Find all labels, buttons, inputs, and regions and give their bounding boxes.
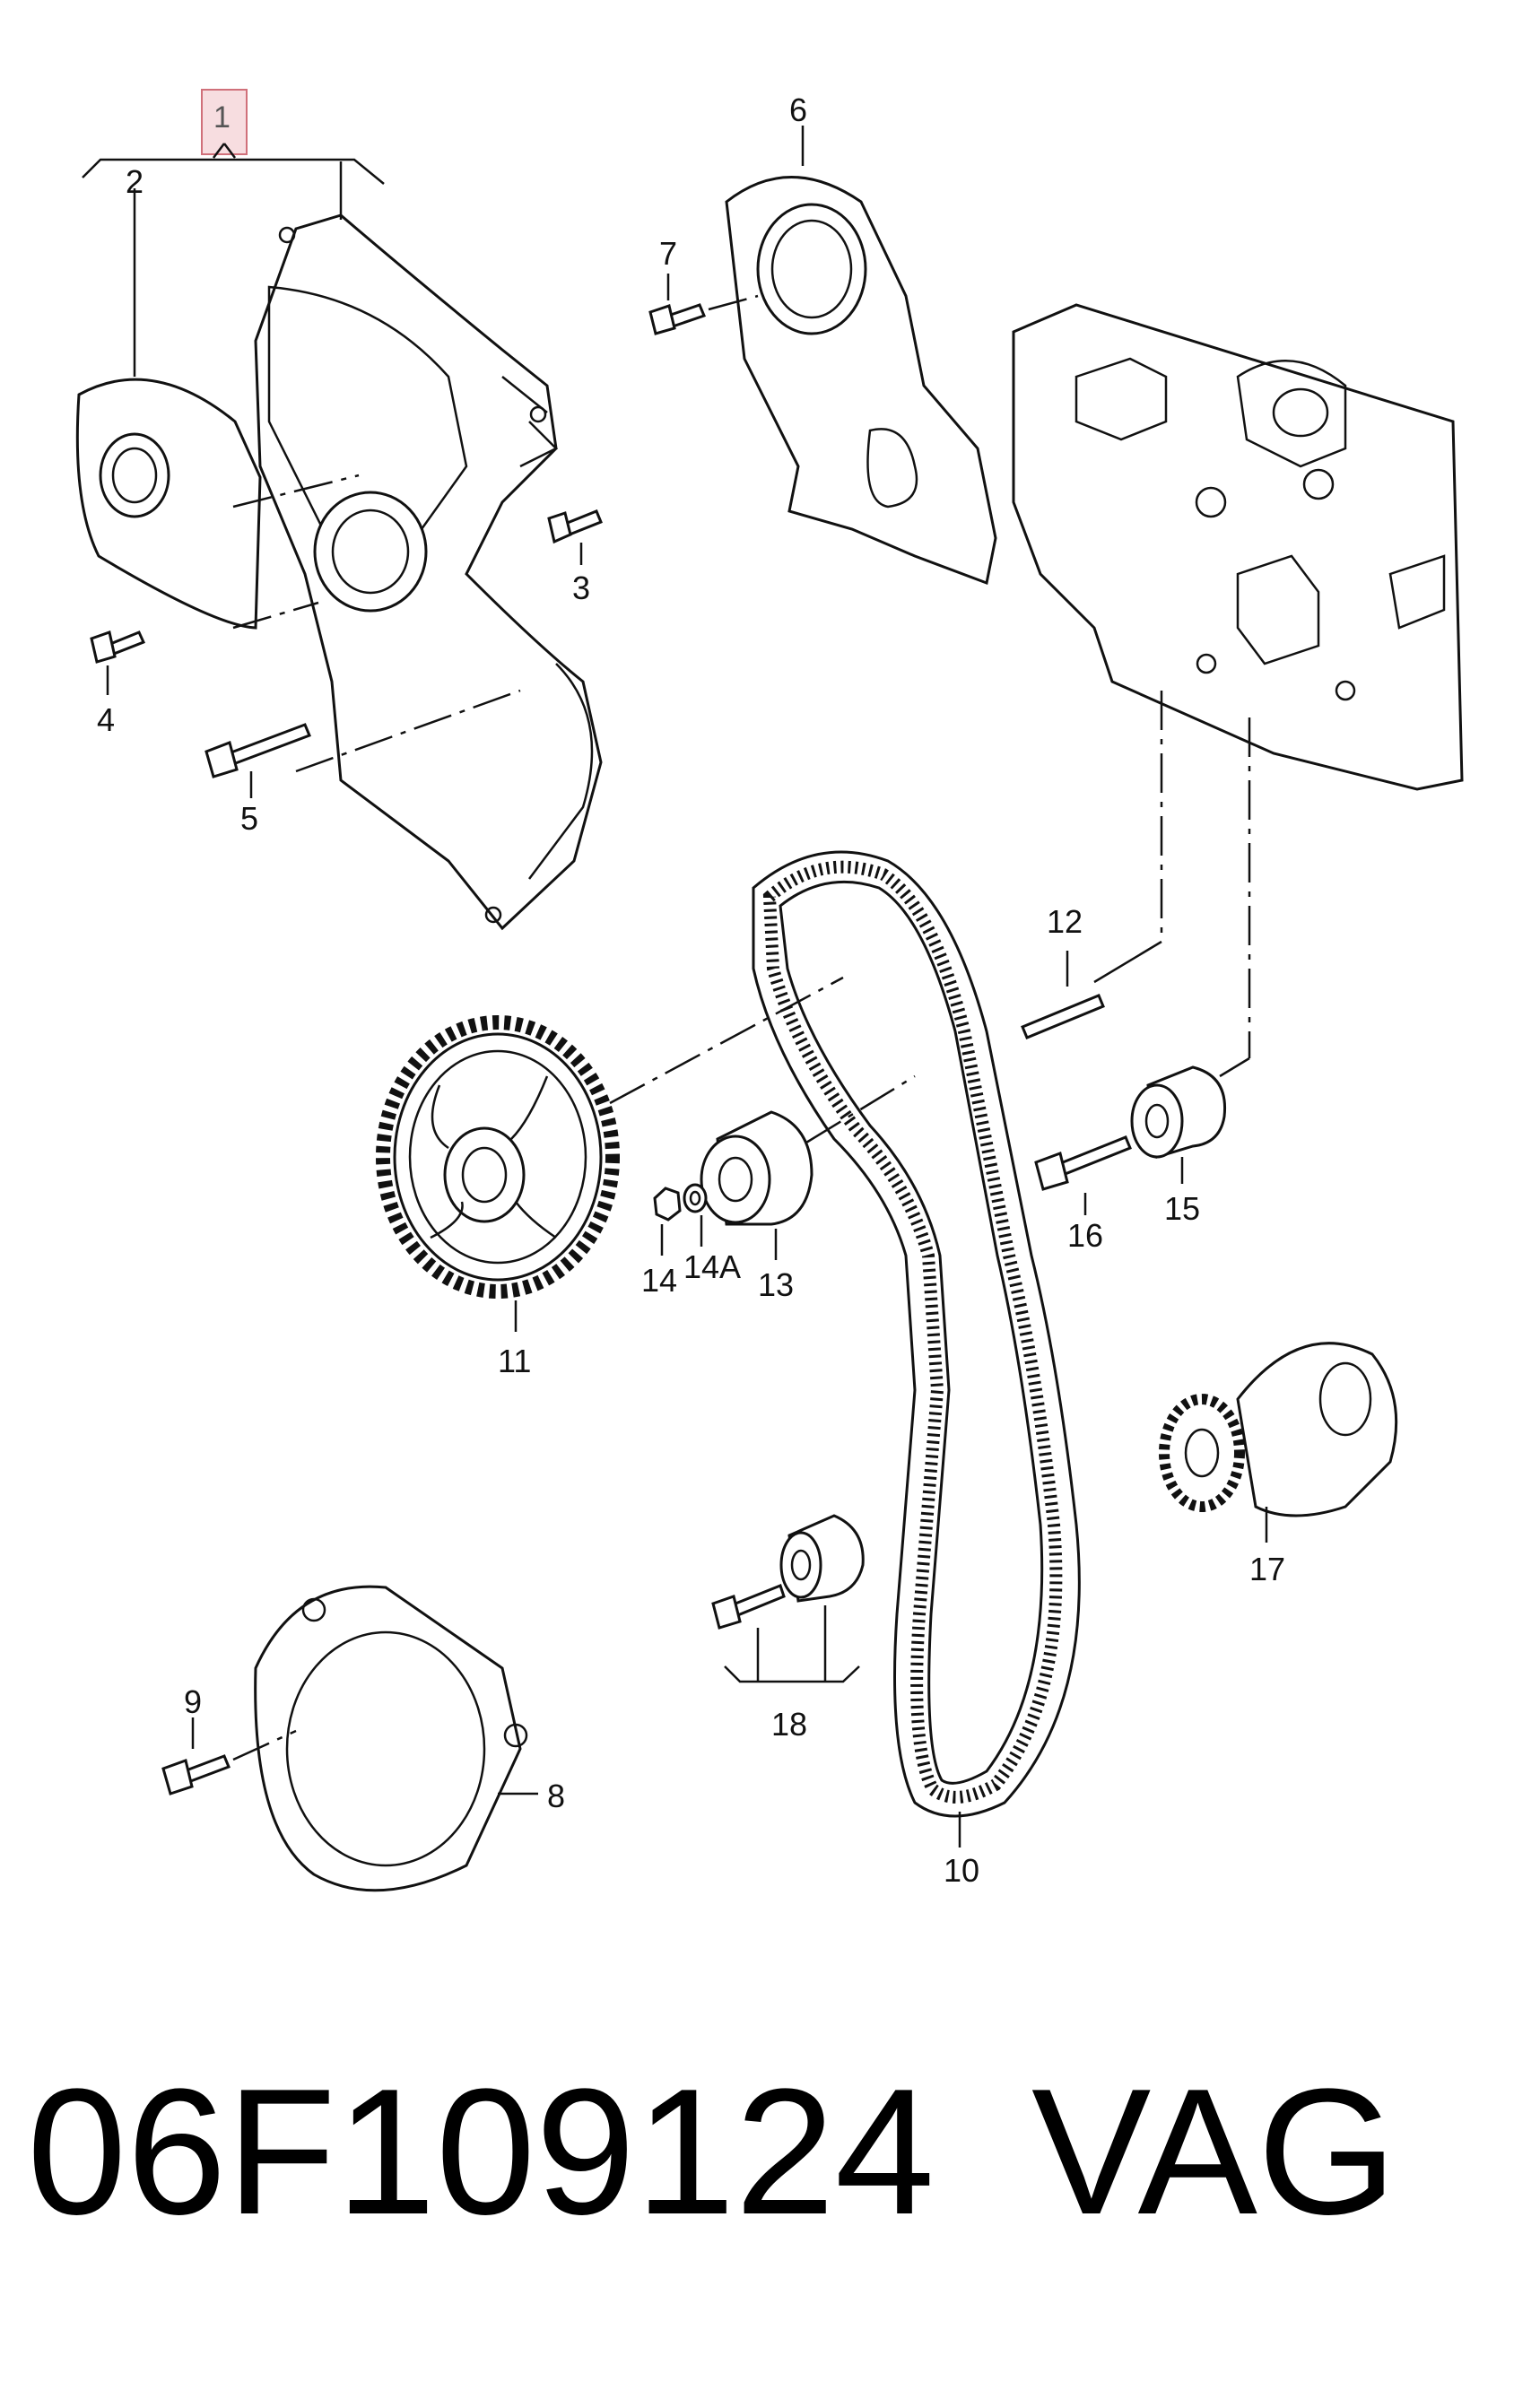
part-17-water-pump: 17 — [1159, 1342, 1398, 1587]
part-10-timing-belt: 10 — [752, 850, 1081, 1889]
callout-2: 2 — [126, 163, 144, 200]
part-5-long-bolt: 5 — [204, 723, 311, 837]
part-11-camshaft-gear: 11 — [376, 1015, 620, 1379]
callout-8: 8 — [547, 1778, 565, 1814]
callout-18: 18 — [771, 1706, 807, 1743]
part-12-stud: 12 — [1021, 903, 1105, 1039]
part-16-bolt: 16 — [1034, 1135, 1132, 1254]
callout-9: 9 — [184, 1683, 202, 1720]
assembly-1-group: 1 — [82, 89, 385, 185]
part-7-bolt: 7 — [648, 235, 759, 335]
callout-14a: 14A — [683, 1248, 741, 1285]
callout-16: 16 — [1067, 1217, 1103, 1254]
part-number-caption: 06F109124 — [27, 2052, 935, 2252]
callout-6: 6 — [789, 91, 807, 128]
callout-3: 3 — [572, 569, 590, 606]
callout-15: 15 — [1164, 1190, 1200, 1227]
part-6-rear-cover: 6 — [725, 91, 997, 586]
callout-17: 17 — [1249, 1551, 1285, 1587]
part-4-bolt: 4 — [90, 630, 146, 738]
callout-11: 11 — [498, 1343, 531, 1379]
callout-10: 10 — [944, 1852, 979, 1889]
callout-13: 13 — [758, 1266, 794, 1303]
callout-14: 14 — [641, 1262, 677, 1299]
part-1-timing-cover-upper — [232, 161, 603, 931]
part-18-roller-kit: 18 — [711, 1514, 865, 1743]
part-15-idler-roller: 15 — [1130, 1065, 1227, 1227]
part-14a-washer: 14A — [683, 1183, 741, 1285]
callout-12: 12 — [1047, 903, 1083, 940]
engine-block — [1012, 303, 1464, 791]
part-13-tensioner: 13 — [700, 1110, 814, 1303]
callout-4: 4 — [97, 701, 115, 738]
brand-caption: VAG — [1031, 2052, 1397, 2252]
part-2-cover-plate: 2 — [75, 163, 262, 630]
part-8-lower-cover: 8 — [254, 1585, 565, 1892]
callout-1: 1 — [213, 100, 231, 135]
callout-5: 5 — [240, 800, 258, 837]
callout-7: 7 — [659, 235, 677, 272]
part-3-bolt: 3 — [547, 509, 603, 606]
part-9-bolt: 9 — [161, 1683, 297, 1795]
part-14-nut: 14 — [641, 1187, 682, 1299]
